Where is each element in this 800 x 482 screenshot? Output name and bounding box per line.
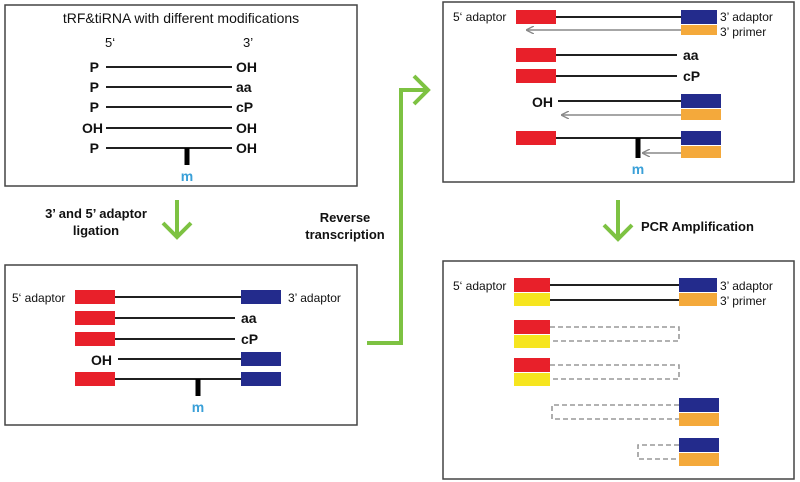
five-adaptor-block xyxy=(75,290,115,304)
three-adaptor-block xyxy=(679,278,717,292)
connector-arrow-icon xyxy=(367,74,431,345)
five-prime-modification: P xyxy=(90,140,99,156)
step-ligation-label-line1: 3’ and 5’ adaptor xyxy=(45,206,147,221)
three-prime-modification: cP xyxy=(683,68,700,84)
rna-row: P OH xyxy=(90,59,257,75)
three-prime-modification: cP xyxy=(236,99,253,115)
pcr-primer-block xyxy=(514,293,550,306)
step-ligation-label-line2: ligation xyxy=(73,223,119,238)
three-primer-block xyxy=(681,25,717,35)
rna-row: P OH m xyxy=(90,140,257,184)
five-adaptor-block xyxy=(75,332,115,346)
five-prime-modification: OH xyxy=(532,94,553,110)
three-prime-modification: cP xyxy=(241,331,258,347)
five-adaptor-block xyxy=(516,10,556,24)
five-adaptor-block xyxy=(516,69,556,83)
five-adaptor-block xyxy=(514,278,550,292)
three-adaptor-label: 3’ adaptor xyxy=(720,279,773,293)
pcr-primer-block xyxy=(514,335,550,348)
internal-modification-label: m xyxy=(181,168,193,184)
unamplified-strand xyxy=(637,444,679,460)
unamplified-strand xyxy=(551,404,679,420)
panel-border xyxy=(4,264,358,426)
three-primer-block xyxy=(681,109,721,120)
five-prime-modification: P xyxy=(90,59,99,75)
three-adaptor-label: 3’ adaptor xyxy=(288,291,341,305)
down-arrow-icon xyxy=(602,200,634,242)
three-primer-block xyxy=(679,413,719,426)
three-adaptor-block xyxy=(681,94,721,108)
three-adaptor-block xyxy=(241,372,281,386)
three-adaptor-block xyxy=(241,290,281,304)
five-prime-modification: P xyxy=(90,79,99,95)
panel-modified-rnas: tRF&tiRNA with different modifications 5… xyxy=(4,4,358,187)
panel-border xyxy=(442,260,795,480)
three-adaptor-block xyxy=(681,131,721,145)
three-primer-block xyxy=(679,453,719,466)
five-prime-modification: P xyxy=(90,99,99,115)
five-prime-end-label: 5‘ xyxy=(105,35,115,50)
step-rt-label-line2: transcription xyxy=(305,227,385,242)
panel-border xyxy=(4,4,358,187)
pcr-primer-block xyxy=(514,373,550,386)
three-adaptor-block xyxy=(679,398,719,412)
five-adaptor-label: 5‘ adaptor xyxy=(453,279,506,293)
five-adaptor-block xyxy=(514,320,550,334)
three-primer-block xyxy=(679,293,717,306)
panel-adaptor-ligation: 5‘ adaptor 3’ adaptor aa cP OH m xyxy=(4,264,358,426)
three-primer-label: 3’ primer xyxy=(720,25,766,39)
step-rt-label-line1: Reverse xyxy=(320,210,371,225)
panel-border xyxy=(442,1,795,183)
three-adaptor-label: 3’ adaptor xyxy=(720,10,773,24)
five-adaptor-label: 5‘ adaptor xyxy=(453,10,506,24)
three-primer-label: 3’ primer xyxy=(720,294,766,308)
three-adaptor-block xyxy=(681,10,717,24)
step-pcr-label: PCR Amplification xyxy=(641,219,754,234)
down-arrow-icon xyxy=(161,200,193,240)
five-adaptor-block xyxy=(514,358,550,372)
three-prime-modification: aa xyxy=(236,79,252,95)
rna-row: P aa xyxy=(90,79,252,95)
five-adaptor-block xyxy=(75,372,115,386)
five-prime-modification: OH xyxy=(82,120,103,136)
three-prime-modification: aa xyxy=(683,47,699,63)
three-prime-end-label: 3’ xyxy=(243,35,253,50)
rna-row: P cP xyxy=(90,99,253,115)
three-prime-modification: OH xyxy=(236,59,257,75)
unamplified-strand xyxy=(550,326,680,342)
internal-modification-label: m xyxy=(192,399,204,415)
panel-pcr-amplification: 5‘ adaptor 3’ adaptor 3’ primer xyxy=(442,260,795,480)
five-prime-modification: OH xyxy=(91,352,112,368)
three-adaptor-block xyxy=(679,438,719,452)
five-adaptor-label: 5‘ adaptor xyxy=(12,291,65,305)
unamplified-strand xyxy=(550,364,680,380)
panel-title: tRF&tiRNA with different modifications xyxy=(63,10,299,26)
panel-reverse-transcription: 5‘ adaptor 3’ adaptor 3’ primer aa cP OH… xyxy=(442,1,795,183)
five-adaptor-block xyxy=(516,131,556,145)
three-prime-modification: OH xyxy=(236,120,257,136)
rna-row: OH OH xyxy=(82,120,257,136)
internal-modification-label: m xyxy=(632,161,644,177)
three-primer-block xyxy=(681,146,721,158)
five-adaptor-block xyxy=(75,311,115,325)
five-adaptor-block xyxy=(516,48,556,62)
three-adaptor-block xyxy=(241,352,281,366)
three-prime-modification: aa xyxy=(241,310,257,326)
three-prime-modification: OH xyxy=(236,140,257,156)
